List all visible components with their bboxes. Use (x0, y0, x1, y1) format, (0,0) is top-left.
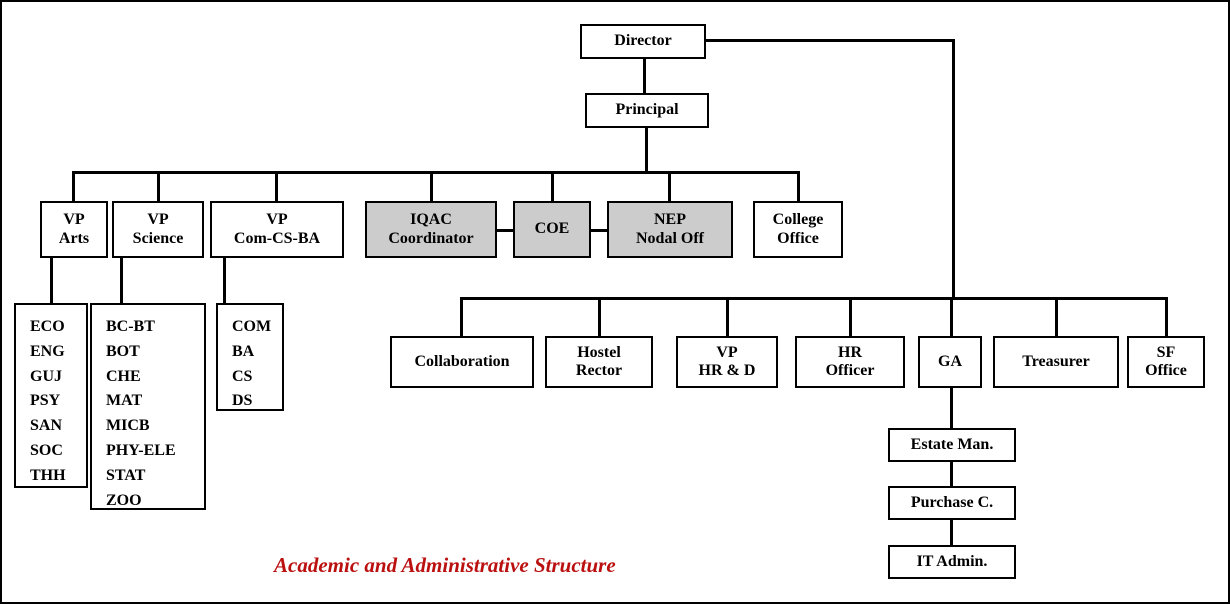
connector-drop-ga (950, 297, 953, 337)
node-director[interactable]: Director (580, 24, 706, 59)
connector-drop-treasurer (1055, 297, 1058, 337)
connector-drop-vp-com (275, 171, 278, 203)
node-estate-label: Estate Man. (910, 435, 994, 453)
connector-coe-nep (590, 229, 608, 232)
node-sf-office-line1: SF (1156, 343, 1176, 361)
node-vp-arts[interactable]: VP Arts (40, 201, 108, 258)
list-item: STAT (106, 466, 146, 484)
connector-director-right (705, 39, 955, 42)
node-vp-com-line1: VP (266, 211, 288, 229)
list-science-departments[interactable]: BC-BT BOT CHE MAT MICB PHY-ELE STAT ZOO (90, 303, 206, 510)
list-arts-departments[interactable]: ECO ENG GUJ PSY SAN SOC THH (14, 303, 88, 488)
list-item: ECO (30, 318, 65, 335)
node-principal[interactable]: Principal (585, 93, 709, 128)
list-item: MICB (106, 417, 150, 435)
node-vp-science[interactable]: VP Science (112, 201, 204, 258)
node-vp-com-line2: Com-CS-BA (233, 229, 321, 247)
connector-drop-vp-science (157, 171, 160, 203)
node-principal-label: Principal (615, 101, 679, 119)
node-vp-arts-line2: Arts (58, 229, 90, 247)
node-estate-manager[interactable]: Estate Man. (888, 428, 1016, 462)
node-iqac-line2: Coordinator (388, 229, 474, 247)
list-item: GUJ (30, 367, 62, 385)
node-nep-nodal-officer[interactable]: NEP Nodal Off (607, 201, 733, 258)
list-item: SOC (30, 441, 63, 459)
node-vp-arts-line1: VP (63, 211, 85, 229)
connector-drop-collaboration (460, 297, 463, 337)
connector-principal-down (645, 127, 648, 173)
list-item: PSY (30, 392, 61, 410)
list-item: MAT (106, 392, 143, 410)
list-item: CS (232, 367, 253, 385)
node-director-label: Director (614, 32, 672, 50)
list-item: CHE (106, 367, 141, 385)
node-vp-science-line1: VP (147, 211, 169, 229)
node-iqac-coordinator[interactable]: IQAC Coordinator (365, 201, 497, 258)
node-it-admin-label: IT Admin. (916, 552, 988, 570)
node-college-office-line2: Office (777, 229, 819, 247)
node-vp-com-cs-ba[interactable]: VP Com-CS-BA (210, 201, 344, 258)
node-hostel-line2: Rector (575, 362, 623, 379)
node-treasurer-label: Treasurer (1022, 352, 1090, 370)
connector-drop-hr-officer (849, 297, 852, 337)
node-treasurer[interactable]: Treasurer (993, 336, 1119, 388)
connector-vp-bus (72, 171, 799, 174)
list-item: DS (232, 392, 253, 410)
list-item: SAN (30, 417, 63, 435)
node-vp-science-line2: Science (132, 229, 184, 247)
connector-drop-hostel (598, 297, 601, 337)
node-nep-line1: NEP (654, 211, 686, 229)
node-collaboration[interactable]: Collaboration (390, 336, 534, 388)
connector-estate-purchase (950, 462, 953, 487)
node-coe-label: COE (534, 220, 570, 238)
connector-admin-bus (460, 297, 1168, 300)
node-hr-officer-line2: Officer (825, 362, 875, 379)
node-nep-line2: Nodal Off (636, 229, 704, 247)
node-college-office[interactable]: College Office (753, 201, 843, 258)
list-item: ZOO (106, 491, 142, 509)
node-hostel-rector[interactable]: Hostel Rector (545, 336, 653, 388)
chart-caption: Academic and Administrative Structure (274, 553, 616, 577)
node-coe[interactable]: COE (513, 201, 591, 258)
list-item: BOT (106, 342, 140, 360)
list-item: BC-BT (106, 318, 155, 335)
node-collaboration-label: Collaboration (414, 352, 510, 370)
connector-vp-arts-list (50, 258, 53, 304)
connector-vp-com-list (223, 258, 226, 304)
list-item: ENG (30, 342, 65, 360)
connector-director-right-down (952, 39, 955, 299)
node-it-admin[interactable]: IT Admin. (888, 545, 1016, 579)
list-item: THH (30, 466, 66, 484)
node-ga[interactable]: GA (918, 336, 982, 388)
node-purchase-label: Purchase C. (910, 493, 994, 511)
connector-drop-nep (668, 171, 671, 203)
node-hostel-line1: Hostel (577, 343, 621, 361)
connector-drop-vp-hrd (726, 297, 729, 337)
connector-vp-science-list (120, 258, 123, 304)
connector-ga-estate (950, 388, 953, 428)
connector-iqac-coe (496, 229, 514, 232)
node-sf-office[interactable]: SF Office (1127, 336, 1205, 388)
node-vp-hrd-line2: HR & D (698, 362, 756, 379)
node-vp-hrd-line1: VP (716, 343, 738, 361)
list-item: PHY-ELE (106, 441, 176, 459)
node-college-office-line1: College (772, 211, 824, 229)
node-purchase-committee[interactable]: Purchase C. (888, 486, 1016, 520)
connector-director-principal (643, 57, 646, 93)
node-vp-hr-and-d[interactable]: VP HR & D (676, 336, 778, 388)
node-iqac-line1: IQAC (410, 211, 452, 229)
node-hr-officer[interactable]: HR Officer (795, 336, 905, 388)
connector-drop-coe (551, 171, 554, 203)
node-sf-office-line2: Office (1145, 362, 1187, 379)
connector-drop-college-office (797, 171, 800, 203)
node-hr-officer-line1: HR (838, 343, 862, 361)
list-item: COM (232, 318, 272, 335)
list-item: BA (232, 342, 255, 360)
connector-drop-sf-office (1165, 297, 1168, 337)
connector-drop-vp-arts (72, 171, 75, 203)
list-commerce-departments[interactable]: COM BA CS DS (216, 303, 284, 411)
connector-drop-iqac (430, 171, 433, 203)
node-ga-label: GA (938, 352, 962, 370)
connector-purchase-it (950, 520, 953, 545)
